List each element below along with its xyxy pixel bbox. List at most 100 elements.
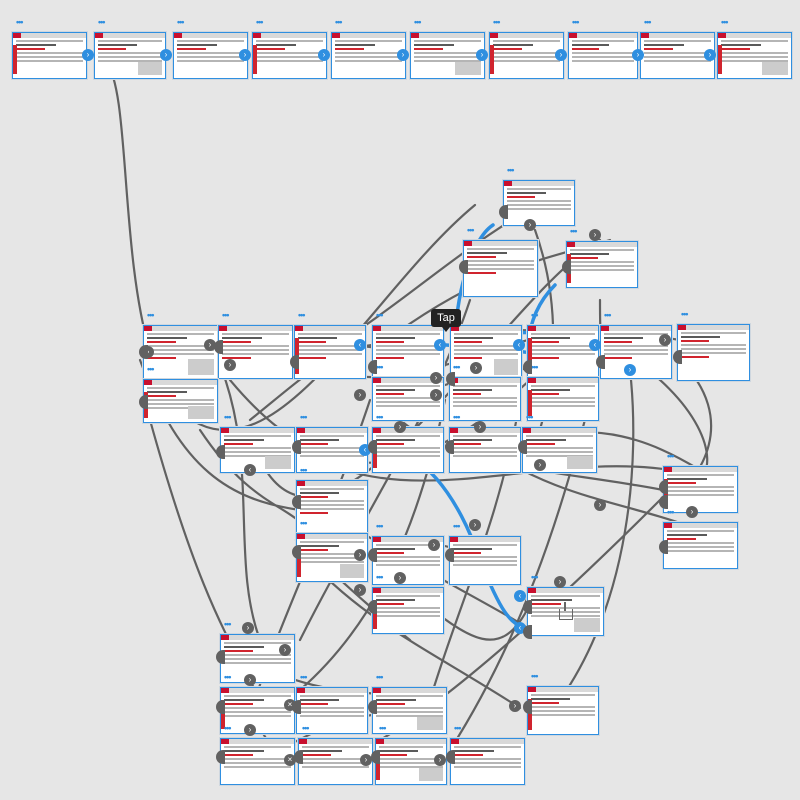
link-node-icon[interactable]: ›	[224, 359, 236, 371]
connector-handle[interactable]	[216, 750, 225, 764]
ellipsis-icon[interactable]: •••	[414, 17, 422, 27]
link-node-icon[interactable]: ›	[394, 572, 406, 584]
artboard[interactable]	[527, 325, 599, 379]
ellipsis-icon[interactable]: •••	[376, 362, 384, 372]
link-node-icon[interactable]: ›	[360, 754, 372, 766]
connector-handle[interactable]	[523, 625, 532, 639]
ellipsis-icon[interactable]: •••	[300, 465, 308, 475]
artboard[interactable]	[522, 427, 597, 473]
ellipsis-icon[interactable]: •••	[224, 723, 232, 733]
link-node-icon[interactable]: ›	[430, 389, 442, 401]
ellipsis-icon[interactable]: •••	[335, 17, 343, 27]
connector-handle[interactable]	[673, 350, 682, 364]
artboard[interactable]	[663, 522, 738, 569]
connector-handle[interactable]	[371, 750, 380, 764]
connector-handle[interactable]	[596, 355, 605, 369]
ellipsis-icon[interactable]: •••	[644, 17, 652, 27]
connector-handle[interactable]	[445, 440, 454, 454]
ellipsis-icon[interactable]: •••	[302, 723, 310, 733]
connector-handle[interactable]	[659, 480, 668, 494]
link-node-icon[interactable]: ›	[354, 389, 366, 401]
connector-handle[interactable]	[368, 360, 377, 374]
connector-handle[interactable]	[216, 445, 225, 459]
link-node-icon[interactable]: ›	[397, 49, 409, 61]
artboard[interactable]	[296, 687, 368, 734]
artboard[interactable]	[640, 32, 715, 79]
ellipsis-icon[interactable]: •••	[493, 17, 501, 27]
ellipsis-icon[interactable]: •••	[379, 723, 387, 733]
ellipsis-icon[interactable]: •••	[16, 17, 24, 27]
connector-handle[interactable]	[368, 700, 377, 714]
link-node-icon[interactable]: ×	[284, 754, 296, 766]
ellipsis-icon[interactable]: •••	[256, 17, 264, 27]
link-node-icon[interactable]: ›	[555, 49, 567, 61]
artboard[interactable]	[220, 687, 295, 734]
connector-handle[interactable]	[368, 440, 377, 454]
artboard[interactable]	[410, 32, 485, 79]
link-node-icon[interactable]: ›	[594, 499, 606, 511]
artboard[interactable]	[527, 587, 604, 636]
artboard[interactable]	[372, 427, 444, 473]
ellipsis-icon[interactable]: •••	[300, 672, 308, 682]
artboard[interactable]	[677, 324, 750, 381]
artboard[interactable]	[489, 32, 564, 79]
artboard[interactable]	[600, 325, 672, 379]
link-node-icon[interactable]: ‹	[434, 339, 446, 351]
artboard[interactable]	[372, 587, 444, 634]
artboard[interactable]	[143, 379, 218, 423]
link-node-icon[interactable]: ›	[82, 49, 94, 61]
artboard[interactable]	[449, 427, 521, 473]
ellipsis-icon[interactable]: •••	[531, 362, 539, 372]
link-wire[interactable]	[216, 358, 262, 642]
artboard[interactable]	[143, 325, 218, 379]
artboard[interactable]	[566, 241, 638, 288]
link-node-icon[interactable]: ›	[474, 421, 486, 433]
connector-handle[interactable]	[292, 440, 301, 454]
ellipsis-icon[interactable]: •••	[721, 17, 729, 27]
ellipsis-icon[interactable]: •••	[224, 672, 232, 682]
link-node-icon[interactable]: ›	[428, 539, 440, 551]
link-node-icon[interactable]: ‹	[514, 590, 526, 602]
ellipsis-icon[interactable]: •••	[147, 364, 155, 374]
artboard[interactable]	[463, 240, 538, 297]
link-node-icon[interactable]: ›	[686, 506, 698, 518]
artboard[interactable]	[503, 180, 575, 226]
connector-handle[interactable]	[459, 260, 468, 274]
connector-handle[interactable]	[294, 750, 303, 764]
ellipsis-icon[interactable]: •••	[531, 671, 539, 681]
artboard[interactable]	[12, 32, 87, 79]
ellipsis-icon[interactable]: •••	[298, 310, 306, 320]
artboard[interactable]	[252, 32, 327, 79]
artboard[interactable]	[663, 466, 738, 513]
link-node-icon[interactable]: ‹	[513, 339, 525, 351]
link-node-icon[interactable]: ›	[632, 49, 644, 61]
ellipsis-icon[interactable]: •••	[570, 226, 578, 236]
connector-handle[interactable]	[292, 700, 301, 714]
artboard[interactable]	[372, 687, 447, 734]
connector-handle[interactable]	[445, 548, 454, 562]
artboard[interactable]	[296, 480, 368, 534]
connector-handle[interactable]	[446, 750, 455, 764]
ellipsis-icon[interactable]: •••	[224, 412, 232, 422]
link-node-icon[interactable]: ›	[242, 622, 254, 634]
ellipsis-icon[interactable]: •••	[507, 165, 515, 175]
connector-handle[interactable]	[368, 548, 377, 562]
ellipsis-icon[interactable]: •••	[376, 672, 384, 682]
ellipsis-icon[interactable]: •••	[300, 412, 308, 422]
connector-handle[interactable]	[292, 545, 301, 559]
ellipsis-icon[interactable]: •••	[572, 17, 580, 27]
artboard[interactable]	[331, 32, 406, 79]
ellipsis-icon[interactable]: •••	[454, 723, 462, 733]
link-wire[interactable]	[104, 60, 152, 354]
link-node-icon[interactable]: ‹	[244, 464, 256, 476]
connector-handle[interactable]	[562, 260, 571, 274]
artboard[interactable]	[296, 533, 368, 582]
connector-handle[interactable]	[290, 355, 299, 369]
ellipsis-icon[interactable]: •••	[531, 310, 539, 320]
ellipsis-icon[interactable]: •••	[453, 521, 461, 531]
connector-handle[interactable]	[523, 360, 532, 374]
ellipsis-icon[interactable]: •••	[222, 310, 230, 320]
ellipsis-icon[interactable]: •••	[376, 521, 384, 531]
link-node-icon[interactable]: ›	[244, 724, 256, 736]
